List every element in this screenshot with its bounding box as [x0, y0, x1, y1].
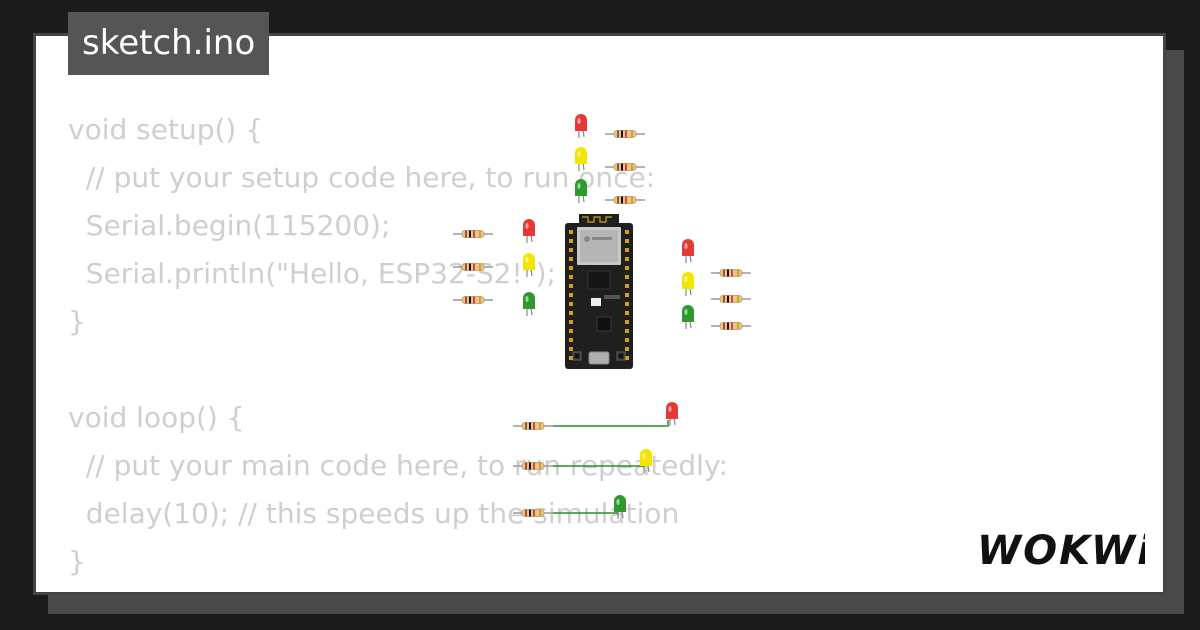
- resistor-bottom-2: [512, 461, 554, 471]
- file-tab-label: sketch.ino: [82, 23, 256, 63]
- resistor-bottom-1: [512, 421, 554, 431]
- wires: [553, 420, 669, 514]
- resistor-top-3: [604, 195, 646, 205]
- led-yellow-bottom: [639, 448, 653, 474]
- led-green-left: [522, 291, 536, 317]
- code-line: delay(10); // this speeds up the simulat…: [68, 497, 680, 530]
- resistor-bottom-3: [512, 508, 554, 518]
- resistor-left-2: [452, 262, 494, 272]
- circuit-diagram: [452, 113, 752, 520]
- led-green-bottom: [613, 494, 627, 520]
- code-line: // put your setup code here, to run once…: [68, 161, 656, 194]
- code-line: void setup() {: [68, 113, 264, 146]
- esp32-s2-board: [565, 214, 633, 369]
- preview-card: void setup() { // put your setup code he…: [33, 33, 1166, 595]
- resistor-right-1: [710, 268, 752, 278]
- led-red-top: [574, 113, 588, 139]
- led-yellow-right: [681, 271, 695, 297]
- led-red-left: [522, 218, 536, 244]
- resistor-top-2: [604, 162, 646, 172]
- code-line: Serial.begin(115200);: [68, 209, 391, 242]
- code-editor: void setup() { // put your setup code he…: [68, 106, 728, 586]
- resistor-top-1: [604, 129, 646, 139]
- led-yellow-top: [574, 146, 588, 172]
- resistor-left-1: [452, 229, 494, 239]
- code-line: void loop() {: [68, 401, 245, 434]
- code-line: }: [68, 545, 86, 578]
- wokwi-logo: WOKWi: [977, 528, 1145, 574]
- resistor-right-3: [710, 321, 752, 331]
- led-red-right: [681, 238, 695, 264]
- resistor-left-3: [452, 295, 494, 305]
- file-tab[interactable]: sketch.ino: [68, 12, 270, 75]
- wokwi-logo-text: WOKWi: [977, 528, 1145, 574]
- led-green-right: [681, 304, 695, 330]
- code-line: }: [68, 305, 86, 338]
- resistor-right-2: [710, 294, 752, 304]
- led-green-top: [574, 178, 588, 204]
- led-yellow-left: [522, 252, 536, 278]
